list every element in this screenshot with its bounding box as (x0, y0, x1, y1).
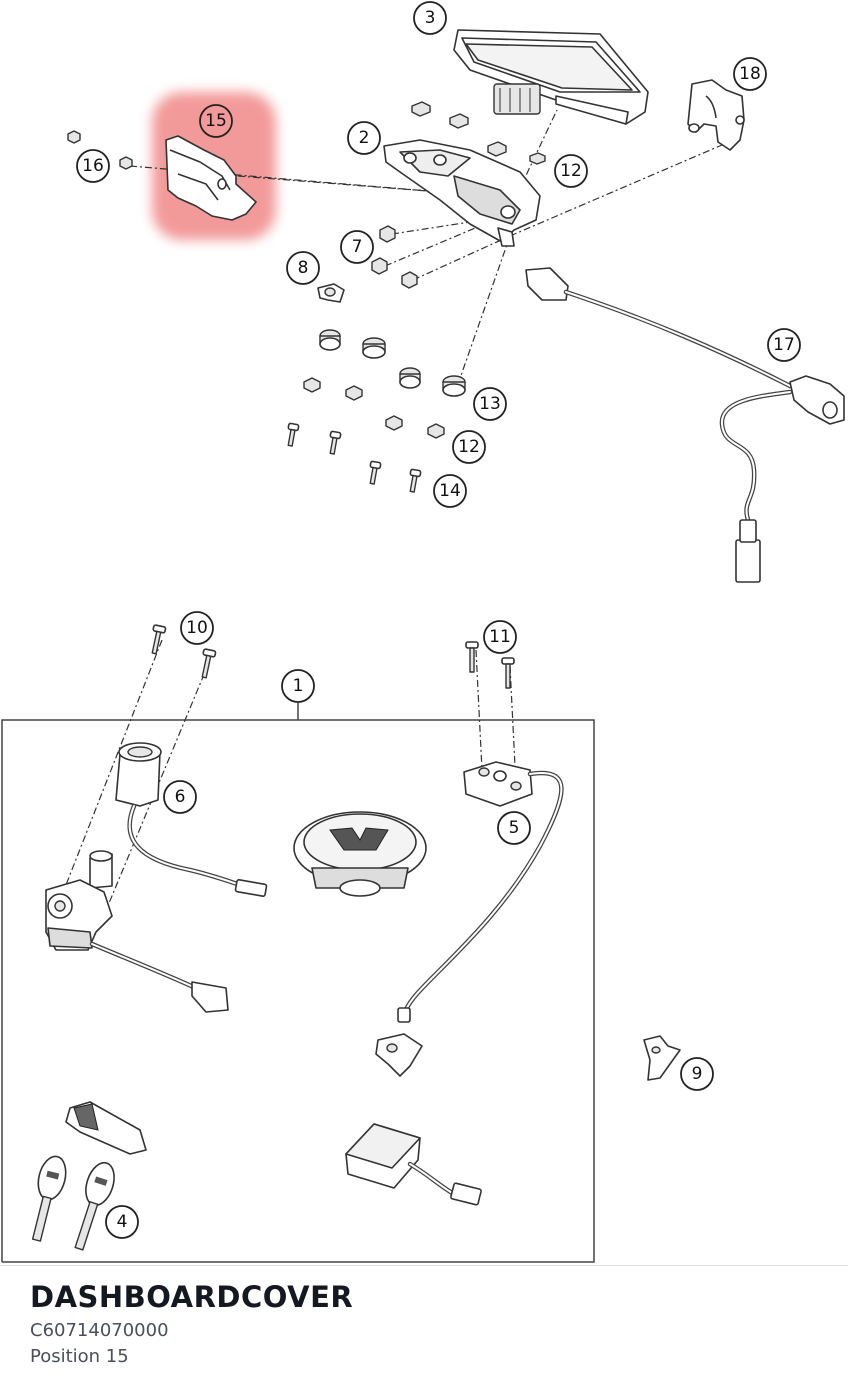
callout-1[interactable]: 1 (281, 669, 315, 703)
callout-label: 10 (186, 618, 208, 638)
callout-label: 11 (489, 627, 511, 647)
callout-label: 5 (509, 818, 520, 838)
callout-9[interactable]: 9 (680, 1057, 714, 1091)
callout-2[interactable]: 2 (347, 121, 381, 155)
callout-11[interactable]: 11 (483, 620, 517, 654)
callout-8[interactable]: 8 (286, 251, 320, 285)
part-bolts-7[interactable] (371, 225, 418, 289)
callout-label: 12 (458, 437, 480, 457)
part-ignition-switch[interactable] (45, 850, 229, 1013)
callout-label: 16 (82, 156, 104, 176)
part-mounting-bracket[interactable] (687, 79, 745, 151)
callout-4[interactable]: 4 (105, 1205, 139, 1239)
part-dashboard-cover[interactable] (165, 135, 257, 221)
part-clip-8[interactable] (317, 283, 345, 303)
callout-label: 17 (773, 335, 795, 355)
callout-label: 4 (117, 1212, 128, 1232)
callout-label: 14 (439, 481, 461, 501)
part-clip-lower[interactable] (375, 1033, 423, 1077)
callout-label: 8 (298, 258, 309, 278)
part-sensor-5[interactable] (397, 761, 564, 1023)
callout-7[interactable]: 7 (340, 230, 374, 264)
callout-12b[interactable]: 12 (452, 430, 486, 464)
part-control-unit[interactable] (345, 1123, 482, 1206)
callout-18[interactable]: 18 (733, 57, 767, 91)
part-screws-11[interactable] (465, 641, 515, 689)
callout-14[interactable]: 14 (433, 474, 467, 508)
part-fuel-tank-cap[interactable] (293, 811, 427, 897)
part-position: Position 15 (30, 1346, 129, 1367)
callout-label: 18 (739, 64, 761, 84)
part-wiring-harness[interactable] (525, 267, 845, 583)
callout-15[interactable]: 15 (199, 104, 233, 138)
part-name: DASHBOARDCOVER (30, 1280, 354, 1314)
callout-label: 6 (175, 787, 186, 807)
callout-label: 12 (560, 161, 582, 181)
callout-6[interactable]: 6 (163, 780, 197, 814)
part-ignition-lock-set-frame[interactable] (1, 703, 595, 1263)
part-screws-14[interactable] (285, 422, 422, 493)
part-screws-16[interactable] (67, 130, 133, 170)
callout-10[interactable]: 10 (180, 611, 214, 645)
part-number: C60714070000 (30, 1320, 169, 1341)
callout-label: 2 (359, 128, 370, 148)
callout-label: 13 (479, 394, 501, 414)
callout-13[interactable]: 13 (473, 387, 507, 421)
part-dashboard-bracket[interactable] (383, 139, 541, 247)
part-key-fob[interactable] (65, 1101, 147, 1155)
callout-label: 7 (352, 237, 363, 257)
part-dashboard-instrument[interactable] (453, 29, 649, 125)
selected-part-info: DASHBOARDCOVER C60714070000 Position 15 (0, 1265, 848, 1391)
part-keys-4[interactable] (24, 1154, 119, 1253)
part-bracket-9[interactable] (643, 1035, 681, 1081)
part-nuts-upper (411, 101, 546, 165)
callout-label: 1 (293, 676, 304, 696)
exploded-parts-diagram: 1 2 3 4 5 6 7 8 9 10 11 12 12 13 14 15 1… (1, 1, 845, 1263)
callout-12a[interactable]: 12 (554, 154, 588, 188)
callout-label: 3 (425, 8, 436, 28)
callout-17[interactable]: 17 (767, 328, 801, 362)
part-grommets-13[interactable] (319, 329, 466, 397)
callout-label: 9 (692, 1064, 703, 1084)
callout-5[interactable]: 5 (497, 811, 531, 845)
callout-16[interactable]: 16 (76, 149, 110, 183)
part-lock-cylinder[interactable] (115, 742, 268, 897)
part-screws-10[interactable] (148, 624, 217, 679)
callout-label: 15 (205, 111, 227, 131)
callout-3[interactable]: 3 (413, 1, 447, 35)
part-sleeves-12[interactable] (303, 377, 445, 439)
